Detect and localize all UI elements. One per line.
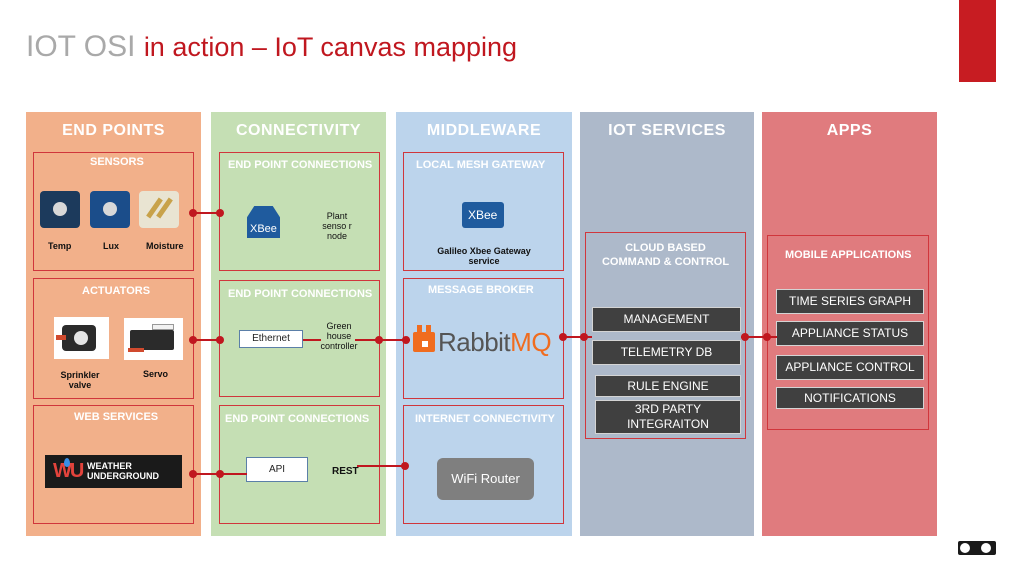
appliance-control-button: APPLIANCE CONTROL: [776, 355, 924, 380]
sensor-lux-label: Lux: [103, 241, 120, 251]
moisture-sensor-icon: [139, 191, 179, 228]
weather-underground-logo: WU WEATHER UNDERGROUND: [45, 455, 182, 488]
xbee-gateway-chip-label: XBee: [468, 208, 498, 222]
connector-dot: [216, 209, 224, 217]
title-prefix: IOT OSI: [26, 30, 136, 63]
slide-title: IOT OSI in action – IoT canvas mapping: [26, 30, 517, 64]
wu-logo-line2: UNDERGROUND: [87, 471, 159, 481]
wu-logo-line1: WEATHER: [87, 461, 132, 471]
sensor-temp-label: Temp: [48, 241, 72, 251]
connector-dot: [189, 336, 197, 344]
column-header-end-points: END POINTS: [62, 122, 165, 139]
ethernet-box: Ethernet: [239, 330, 303, 348]
sensor-moisture-label: Moisture: [146, 241, 184, 251]
connector-sensors-xbee: [193, 212, 220, 214]
mobile-applications-label: MOBILE APPLICATIONS: [785, 249, 912, 261]
appliance-status-button: APPLIANCE STATUS: [776, 321, 924, 346]
management-button: MANAGEMENT: [592, 307, 741, 332]
column-header-connectivity: CONNECTIVITY: [235, 122, 362, 139]
message-broker-label: MESSAGE BROKER: [428, 284, 534, 296]
sprinkler-valve-label: Sprinkler valve: [60, 370, 100, 390]
connector-dot: [189, 209, 197, 217]
rabbitmq-logo-text: Rabbit: [438, 327, 511, 357]
cloud-label-line1: CLOUD BASED: [625, 242, 706, 254]
telemetry-db-button: TELEMETRY DB: [592, 340, 741, 365]
connector-dot: [401, 462, 409, 470]
rabbitmq-logo: RabbitMQ: [410, 325, 560, 359]
internet-connectivity-label: INTERNET CONNECTIVITY: [415, 413, 555, 425]
connector-dot: [741, 333, 749, 341]
endpoint-connections-label-2: END POINT CONNECTIONS: [228, 288, 373, 300]
web-services-box: [33, 405, 194, 524]
web-services-label: WEB SERVICES: [74, 411, 159, 423]
connector-dot: [580, 333, 588, 341]
cloud-command-control-label: CLOUD BASED COMMAND & CONTROL: [585, 241, 746, 269]
servo-icon: [124, 318, 183, 360]
wu-drop-icon: [64, 458, 70, 467]
wu-logo-text: WEATHER UNDERGROUND: [87, 461, 159, 481]
endpoint-connections-label-3: END POINT CONNECTIONS: [225, 413, 370, 425]
cloud-label-line2: COMMAND & CONTROL: [601, 256, 730, 268]
connector-dot: [189, 470, 197, 478]
wu-logo-icon: WU: [53, 460, 84, 482]
wifi-router-box: WiFi Router: [437, 458, 534, 500]
corner-accent-bar: [959, 0, 996, 82]
plant-sensor-node-label: Plant senso r node: [322, 211, 352, 241]
connector-broker-services: [560, 336, 592, 338]
time-series-graph-button: TIME SERIES GRAPH: [776, 289, 924, 314]
rule-engine-button: RULE ENGINE: [595, 375, 741, 397]
connector-ethernet-controller: [303, 339, 321, 341]
creative-commons-icon: [958, 541, 996, 555]
connector-dot: [559, 333, 567, 341]
xbee-chip-label: XBee: [250, 223, 277, 235]
galileo-gateway-label: Galileo Xbee Gateway service: [437, 246, 531, 266]
xbee-module-icon: [247, 206, 280, 238]
column-header-middleware: MIDDLEWARE: [426, 122, 542, 139]
title-main: in action – IoT canvas mapping: [143, 32, 518, 62]
sensors-label: SENSORS: [90, 156, 144, 168]
sprinkler-valve-icon: [54, 317, 109, 359]
connector-services-apps: [741, 336, 777, 338]
greenhouse-controller-label: Green house controller: [320, 321, 358, 351]
third-party-integration-button: 3RD PARTY INTEGRAITON: [595, 400, 741, 434]
temp-sensor-icon: [40, 191, 80, 228]
endpoint-connections-label-1: END POINT CONNECTIONS: [228, 159, 373, 171]
local-mesh-gateway-label: LOCAL MESH GATEWAY: [416, 159, 546, 171]
rest-label: REST: [332, 466, 359, 477]
xbee-gateway-icon: [462, 202, 504, 228]
connector-dot: [402, 336, 410, 344]
connector-actuators-ethernet: [193, 339, 220, 341]
servo-label: Servo: [143, 369, 169, 379]
actuators-label: ACTUATORS: [82, 285, 151, 297]
endpoint-connections-box-3: [219, 405, 380, 524]
column-header-apps: APPS: [826, 122, 873, 139]
rabbitmq-logo-mq: MQ: [510, 327, 552, 357]
connector-dot: [216, 336, 224, 344]
column-header-iot-services: IOT SERVICES: [608, 122, 726, 139]
connector-dot: [763, 333, 771, 341]
connector-rest-router: [357, 465, 405, 467]
api-box: API: [246, 457, 308, 482]
rabbitmq-icon: [413, 325, 435, 352]
mobile-applications-box: [767, 235, 929, 430]
connector-dot: [216, 470, 224, 478]
connector-dot: [375, 336, 383, 344]
lux-sensor-icon: [90, 191, 130, 228]
local-mesh-gateway-box: [403, 152, 564, 271]
notifications-button: NOTIFICATIONS: [776, 387, 924, 409]
